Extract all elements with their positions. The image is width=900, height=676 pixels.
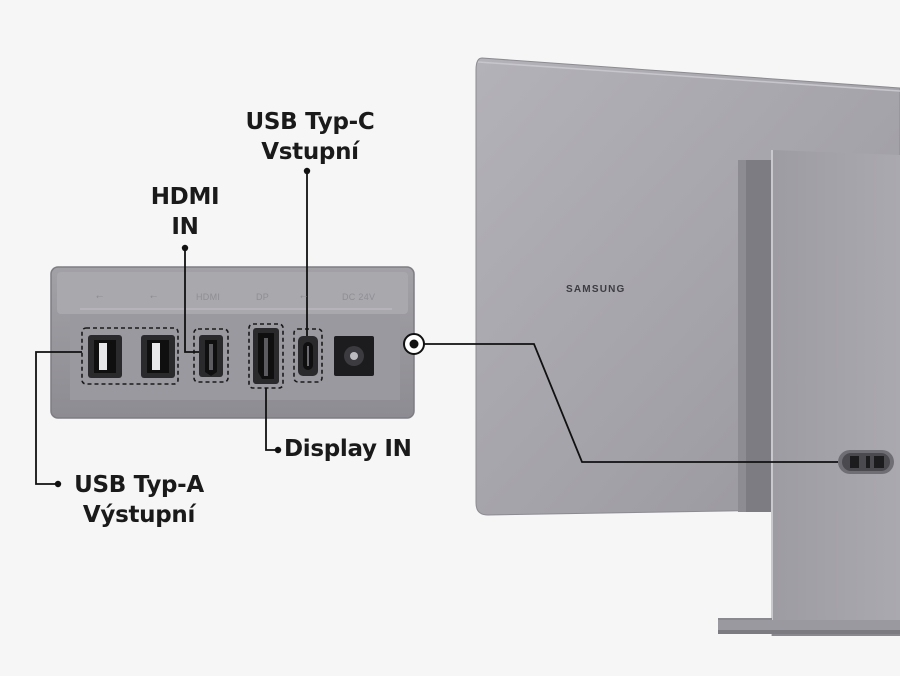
panel-label-usb-c: ⭠ bbox=[300, 291, 308, 301]
samsung-logo: SAMSUNG bbox=[566, 284, 626, 295]
leader-dots bbox=[54, 167, 311, 488]
callout-hdmi-in: HDMI IN bbox=[135, 182, 235, 242]
zoom-marker-icon bbox=[403, 333, 425, 355]
stand-port-cluster bbox=[838, 450, 894, 474]
callout-display-line1: Display IN bbox=[284, 436, 412, 462]
hdmi-port bbox=[199, 335, 223, 377]
callout-usb-c-input: USB Typ-C Vstupní bbox=[230, 107, 390, 167]
callout-hdmi-line1: HDMI bbox=[150, 184, 220, 210]
usb-a-port-2 bbox=[141, 335, 175, 378]
panel-label-usb-2: ⭠ bbox=[150, 291, 158, 301]
callout-hdmi-line2: IN bbox=[171, 214, 199, 240]
panel-label-dp: DP bbox=[256, 292, 270, 302]
panel-label-usb-1: ⭠ bbox=[96, 291, 104, 301]
callout-usb-a-line2: Výstupní bbox=[82, 502, 196, 528]
usb-a-port-1 bbox=[88, 335, 122, 378]
panel-label-hdmi: HDMI bbox=[196, 292, 221, 302]
callout-usb-c-line2: Vstupní bbox=[261, 139, 359, 165]
callout-display-in: Display IN bbox=[284, 434, 424, 464]
displayport-port bbox=[253, 328, 279, 384]
monitor-stand bbox=[718, 150, 900, 636]
callout-usb-a-output: USB Typ-A Výstupní bbox=[64, 470, 214, 530]
usb-c-port bbox=[298, 336, 318, 376]
panel-label-dc: DC 24V bbox=[342, 292, 376, 302]
leader-lines bbox=[35, 171, 838, 485]
callout-usb-c-line1: USB Typ-C bbox=[245, 109, 375, 135]
callout-usb-a-line1: USB Typ-A bbox=[74, 472, 204, 498]
dc-power-port bbox=[334, 336, 374, 376]
